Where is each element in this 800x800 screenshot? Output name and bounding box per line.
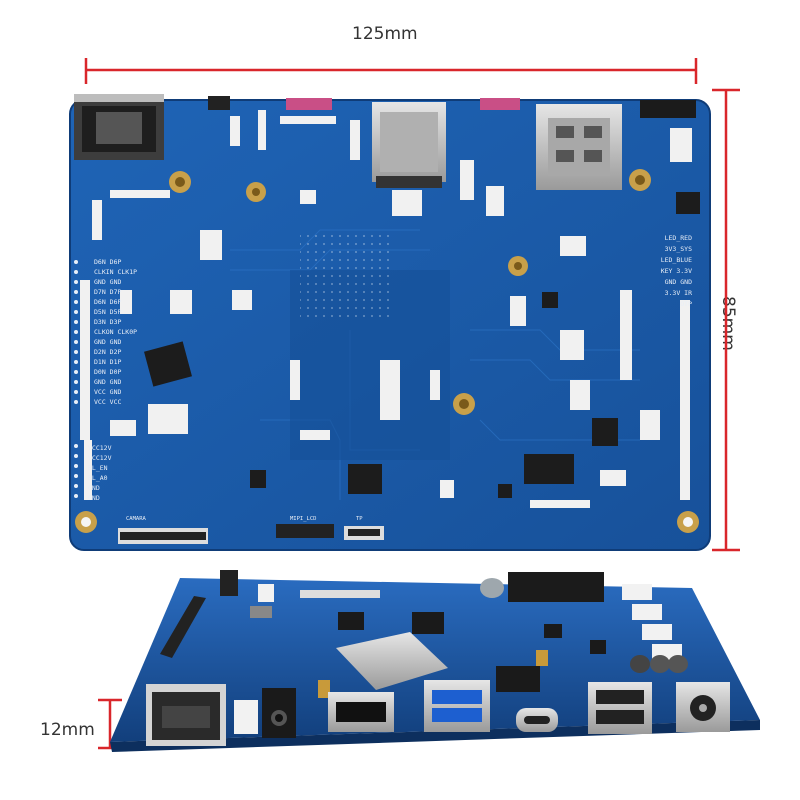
mipi-lcd-connector bbox=[276, 524, 334, 538]
smd-components bbox=[80, 110, 692, 508]
silkscreen-label: D3N D3P bbox=[94, 318, 121, 326]
side-standoffs bbox=[318, 650, 548, 698]
silkscreen-label: 3V3_SYS bbox=[665, 245, 692, 253]
ic-chips-top bbox=[144, 192, 700, 498]
pcb-top-view: D6N D6P CLKIN CLK1P GND GND D7N D7P D6N D6P D… bbox=[69, 94, 711, 551]
silkscreen-label: D0N D0P bbox=[94, 368, 121, 376]
left-pin-header bbox=[74, 260, 78, 498]
side-audio-jack bbox=[262, 688, 296, 738]
width-dimension-label: 125mm bbox=[352, 24, 418, 44]
silkscreen-label: LED_BLUE bbox=[661, 256, 692, 264]
right-silkscreen: LED_RED 3V3_SYS LED_BLUE KEY 3.3V GND GND 3.3… bbox=[661, 234, 692, 308]
silkscreen-label: GND bbox=[88, 484, 100, 492]
silkscreen-label: VCC12V bbox=[88, 444, 112, 452]
silkscreen-label: 3.3V IR bbox=[665, 289, 692, 297]
side-ics bbox=[250, 606, 606, 692]
silkscreen-label: VCC VCC bbox=[94, 398, 121, 406]
silkscreen-label: GND GND bbox=[94, 338, 121, 346]
mounting-holes bbox=[75, 169, 699, 533]
sim-card-slot bbox=[536, 104, 622, 190]
silkscreen-label: D2N D2P bbox=[94, 348, 121, 356]
silkscreen-label: D5N D5P bbox=[94, 308, 121, 316]
usb-edge-1 bbox=[286, 98, 332, 110]
silkscreen-label: BL_EN bbox=[88, 464, 108, 472]
side-hdmi-port bbox=[328, 692, 394, 732]
silkscreen-label: VCC GND bbox=[94, 388, 121, 396]
ethernet-port-top bbox=[74, 94, 164, 160]
silkscreen-label: OTP bbox=[680, 300, 692, 308]
silkscreen-label: D6N D6P bbox=[94, 298, 121, 306]
side-m2-slot bbox=[508, 572, 604, 602]
silkscreen-label: GND GND bbox=[665, 278, 692, 286]
silkscreen-label: CLKIN CLK1P bbox=[94, 268, 137, 276]
silkscreen-label: KEY 3.3V bbox=[661, 267, 692, 275]
left-header-silkscreen: D6N D6P CLKIN CLK1P GND GND D7N D7P D6N D6P D… bbox=[94, 258, 137, 406]
pcb-side-view bbox=[110, 570, 760, 752]
sd-card-slot bbox=[372, 102, 446, 188]
tp-label: TP bbox=[356, 516, 363, 522]
height-dimension-label: 12mm bbox=[40, 720, 95, 740]
silkscreen-label: VCC12V bbox=[88, 454, 112, 462]
mipi-label: MIPI_LCD bbox=[290, 516, 317, 522]
silkscreen-label: D6N D6P bbox=[94, 258, 121, 266]
side-dc-jack bbox=[676, 682, 730, 732]
silkscreen-label: GND GND bbox=[94, 278, 121, 286]
audio-jack-top bbox=[208, 96, 230, 110]
side-soc bbox=[336, 632, 448, 690]
camera-label: CAMARA bbox=[126, 516, 147, 522]
silkscreen-label: D1N D1P bbox=[94, 358, 121, 366]
side-antenna bbox=[220, 570, 238, 596]
silkscreen-label: GND bbox=[88, 494, 100, 502]
silkscreen-label: BL_A0 bbox=[88, 474, 108, 482]
silkscreen-label: D7N D7P bbox=[94, 288, 121, 296]
usb-edge-2 bbox=[480, 98, 520, 110]
depth-dimension-line bbox=[712, 88, 740, 552]
camera-connector bbox=[118, 528, 208, 544]
silkscreen-label: GND GND bbox=[94, 378, 121, 386]
silkscreen-label: CLKON CLK0P bbox=[94, 328, 137, 336]
side-capacitors bbox=[480, 578, 688, 673]
side-usb3-port bbox=[424, 680, 490, 732]
side-pin-header bbox=[160, 596, 206, 658]
side-usb2-port bbox=[588, 682, 652, 734]
silkscreen-label: LED_RED bbox=[665, 234, 692, 242]
dc-jack-top bbox=[640, 100, 696, 118]
tp-connector bbox=[344, 526, 384, 540]
side-ethernet-port bbox=[146, 684, 226, 746]
side-usb-c-port bbox=[516, 708, 558, 732]
width-dimension-line bbox=[84, 58, 698, 84]
